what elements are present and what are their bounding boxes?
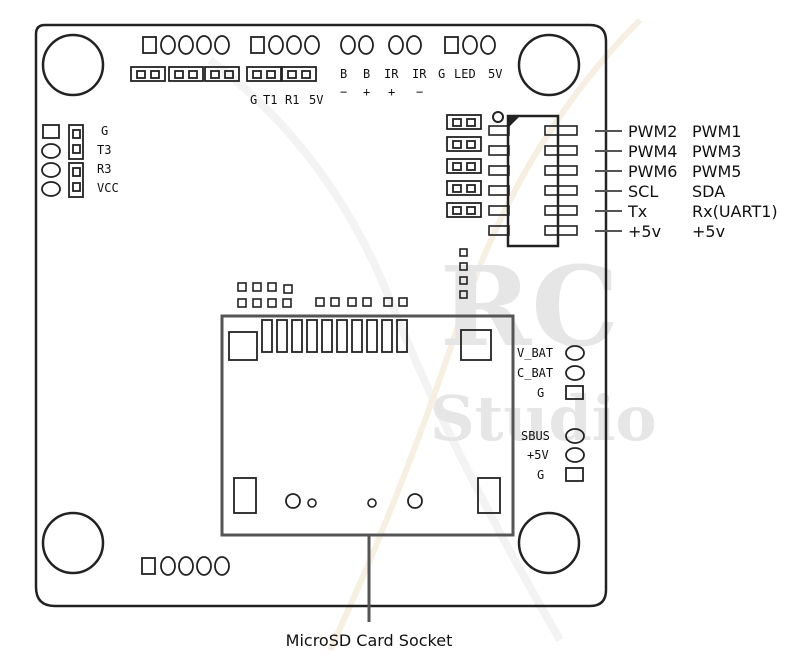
label-r1: R1	[285, 93, 299, 107]
label-ir2: IR	[412, 67, 427, 81]
label-b1-sign: −	[340, 85, 347, 99]
label-b2-sign: +	[363, 85, 370, 99]
label-g2: G	[438, 67, 445, 81]
label-5v-right: +5V	[527, 448, 549, 462]
label-b2: B	[363, 67, 370, 81]
label-c-bat: C_BAT	[517, 366, 553, 380]
mounting-hole-bottom-left	[41, 511, 105, 575]
label-5v-b: 5V	[488, 67, 502, 81]
mounting-hole-top-left	[41, 33, 105, 97]
bottom-pad-row	[141, 556, 230, 576]
watermark-rc: RC	[440, 242, 619, 371]
label-g-right-2: G	[537, 468, 544, 482]
label-v-bat: V_BAT	[517, 346, 553, 360]
pwm-row-left: Tx	[627, 202, 647, 221]
pwm-row-left: +5v	[628, 222, 661, 241]
pwm-row-right: PWM3	[692, 142, 741, 161]
left-pads	[41, 124, 84, 198]
right-labels: V_BAT C_BAT G SBUS +5V G	[517, 346, 553, 482]
right-pads	[565, 345, 585, 482]
mounting-hole-top-right	[517, 33, 581, 97]
mounting-hole-bottom-right	[517, 511, 581, 575]
pwm-header-block	[506, 114, 560, 248]
watermark-studio: Studio	[430, 382, 657, 455]
label-left-g: G	[101, 124, 108, 138]
board-outline	[34, 23, 608, 608]
pwm-row-left: PWM4	[628, 142, 677, 161]
label-ir2-sign: −	[416, 85, 423, 99]
label-ir1: IR	[384, 67, 399, 81]
pwm-leader-lines	[595, 130, 622, 232]
label-ir1-sign: +	[388, 85, 395, 99]
pin1-marker	[492, 111, 504, 123]
pwm-labels: PWM2 PWM1 PWM4 PWM3 PWM6 PWM5 SCL SDA Tx…	[627, 122, 778, 241]
pin1-corner	[508, 116, 520, 128]
left-labels: G T3 R3 VCC	[97, 124, 119, 195]
top-labels: G T1 R1 5V B − B + IR + IR − G LED 5V	[250, 67, 502, 107]
top-smd-pads	[130, 66, 317, 82]
pwm-row-right: SDA	[692, 182, 725, 201]
label-t3: T3	[97, 143, 111, 157]
small-components	[237, 248, 468, 308]
pwm-row-left: PWM2	[628, 122, 677, 141]
label-t1: T1	[263, 93, 277, 107]
label-sbus: SBUS	[521, 429, 550, 443]
callout-label: MicroSD Card Socket	[286, 631, 453, 650]
label-5v: 5V	[309, 93, 323, 107]
label-r3: R3	[97, 162, 111, 176]
label-vcc: VCC	[97, 181, 119, 195]
pwm-row-right: PWM1	[692, 122, 741, 141]
label-g-right-1: G	[537, 386, 544, 400]
watermark: RC Studio	[207, 17, 657, 652]
pwm-header-pins	[488, 125, 578, 236]
pwm-row-right: +5v	[692, 222, 725, 241]
pwm-row-left: SCL	[628, 182, 658, 201]
pwm-row-left: PWM6	[628, 162, 677, 181]
label-g: G	[250, 93, 257, 107]
top-pad-row	[142, 35, 496, 55]
pwm-row-right: Rx(UART1)	[692, 202, 778, 221]
label-b1: B	[340, 67, 347, 81]
pwm-row-right: PWM5	[692, 162, 741, 181]
label-led: LED	[454, 67, 476, 81]
pwm-side-pads	[446, 114, 482, 218]
